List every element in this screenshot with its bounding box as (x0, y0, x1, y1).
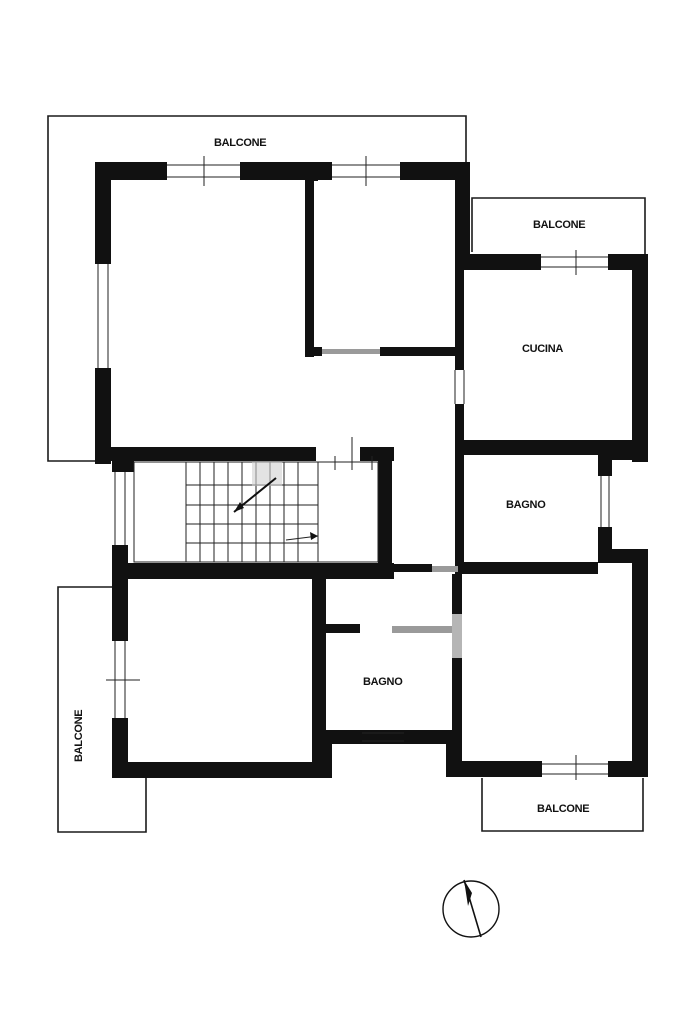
bathroom-center-label: BAGNO (363, 676, 403, 688)
balcony-left-label: BALCONE (73, 710, 85, 762)
exterior-walls (95, 162, 648, 778)
balcony-top-label: BALCONE (214, 137, 266, 149)
balcony-top-outline (47, 115, 467, 462)
staircase (133, 461, 379, 563)
windows (97, 156, 610, 780)
balcony-bottom-outline (481, 778, 644, 832)
balcony-bottom-label: BALCONE (537, 803, 589, 815)
balcony-left-outline (57, 586, 147, 833)
balcony-right-outline (471, 197, 646, 255)
kitchen-label: CUCINA (522, 343, 563, 355)
bathroom-right-label: BAGNO (506, 499, 546, 511)
balcony-right-label: BALCONE (533, 219, 585, 231)
door-marks (334, 347, 416, 632)
interior-walls (100, 175, 632, 769)
compass-north-icon (442, 879, 500, 938)
